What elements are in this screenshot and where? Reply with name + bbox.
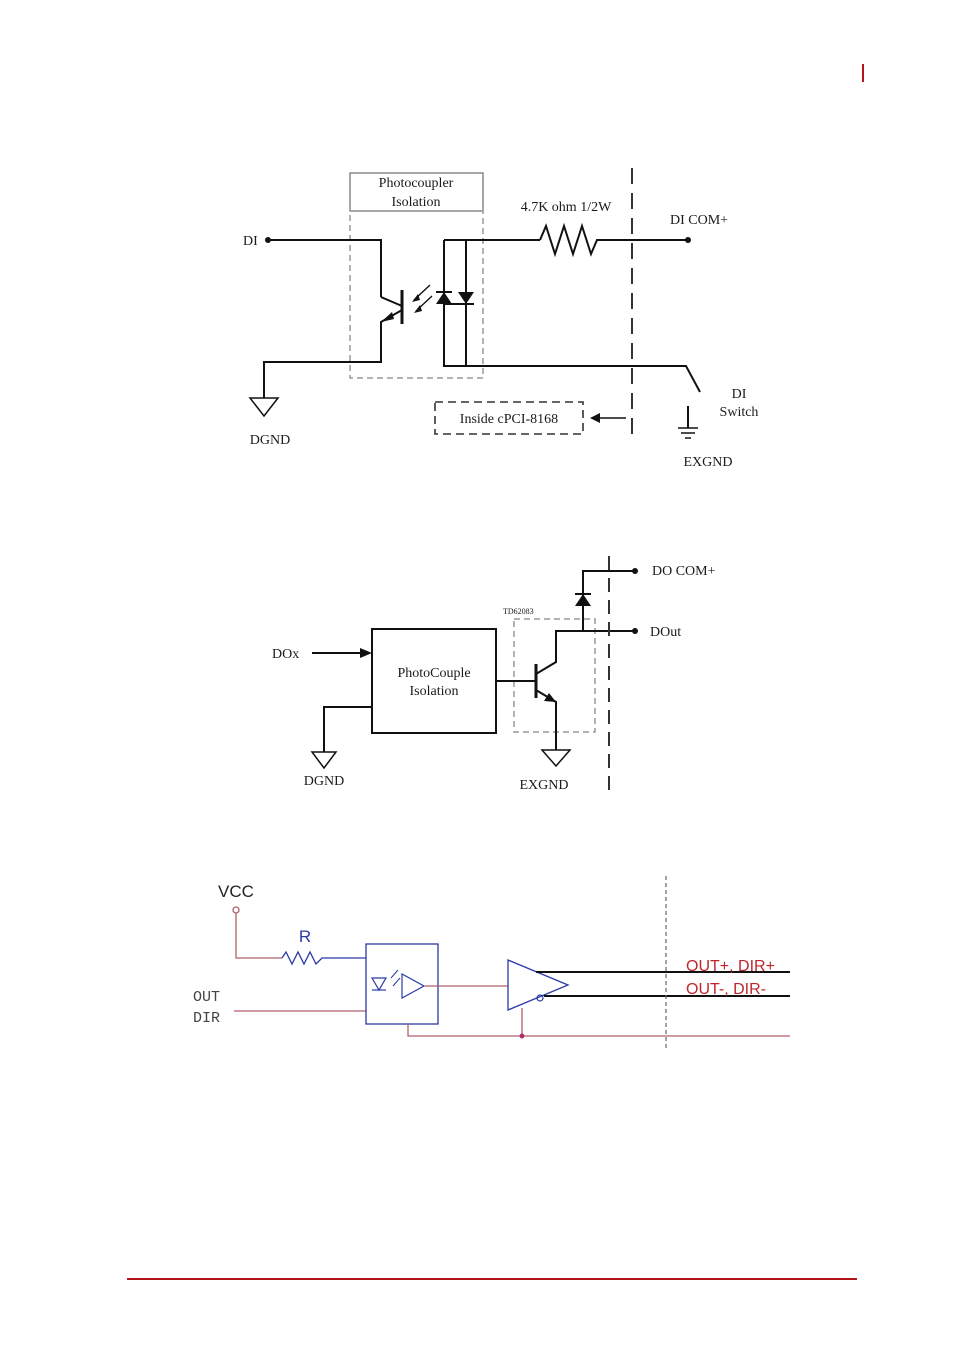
photocoupler-label-1: Photocoupler [379,176,454,191]
line-driver [508,960,568,1010]
do-output-circuit [312,556,638,792]
emitter-wire [264,310,402,398]
led-diode-down [458,292,474,304]
exgnd-symbol-1 [678,428,698,438]
opto-led [372,978,386,990]
exgnd-label-2: EXGND [520,778,569,793]
flyback-diode [575,594,591,606]
dox-label: DOx [272,647,299,662]
inside-arrow-head [590,413,600,423]
di-switch-lever [636,366,700,392]
di-com-label: DI COM+ [670,213,728,228]
exgnd-label-1: EXGND [684,455,733,470]
do-com-terminal [632,568,638,574]
collector-lead [381,297,402,306]
di-input-circuit [250,168,700,440]
dgnd-label-1: DGND [250,433,290,448]
out-neg-label: OUT-, DIR- [686,981,766,998]
switch-label-2: Switch [720,405,759,420]
photocoupler-label-2: Isolation [392,195,441,210]
chip-label: TD62083 [503,607,534,616]
di-label: DI [243,234,258,249]
emitter-arrow-2 [544,693,556,702]
inside-card-label: Inside cPCI-8168 [460,412,558,427]
dout-terminal [632,628,638,634]
resistor-r [282,952,366,964]
vcc-label: VCC [218,882,254,901]
ground-junction [520,1034,525,1039]
do-com-label: DO COM+ [652,564,716,579]
led-diode-up [436,292,452,304]
opto-buffer [402,974,424,998]
resistor-label: 4.7K ohm 1/2W [521,200,612,215]
dout-label: DOut [650,625,681,640]
photocouple-label-2: Isolation [410,684,459,699]
emitter-arrow [381,312,394,322]
out-pos-label: OUT+, DIR+ [686,958,775,975]
r-label: R [299,927,311,946]
td62083-boundary [514,619,595,732]
out-label: OUT [193,989,220,1006]
dgnd-symbol [250,398,278,416]
switch-label-1: DI [732,387,747,402]
exgnd-symbol-2 [542,750,570,766]
dgnd-label-2: DGND [304,774,344,789]
dgnd-symbol-2 [312,752,336,768]
vcc-wire [236,913,282,958]
vcc-terminal [233,907,239,913]
dox-arrow-head [360,648,372,658]
di-com-terminal [685,237,691,243]
collector-wire [536,631,636,674]
dir-label: DIR [193,1010,220,1027]
do-dgnd-wire [324,707,372,752]
di-wire [268,240,381,297]
photocouple-box [372,629,496,733]
ground-bus [408,1024,790,1036]
footer-rule [127,1278,857,1280]
opto-light-arrows [391,970,400,986]
photocouple-label-1: PhotoCouple [397,666,470,681]
resistor-4k7 [540,226,690,254]
